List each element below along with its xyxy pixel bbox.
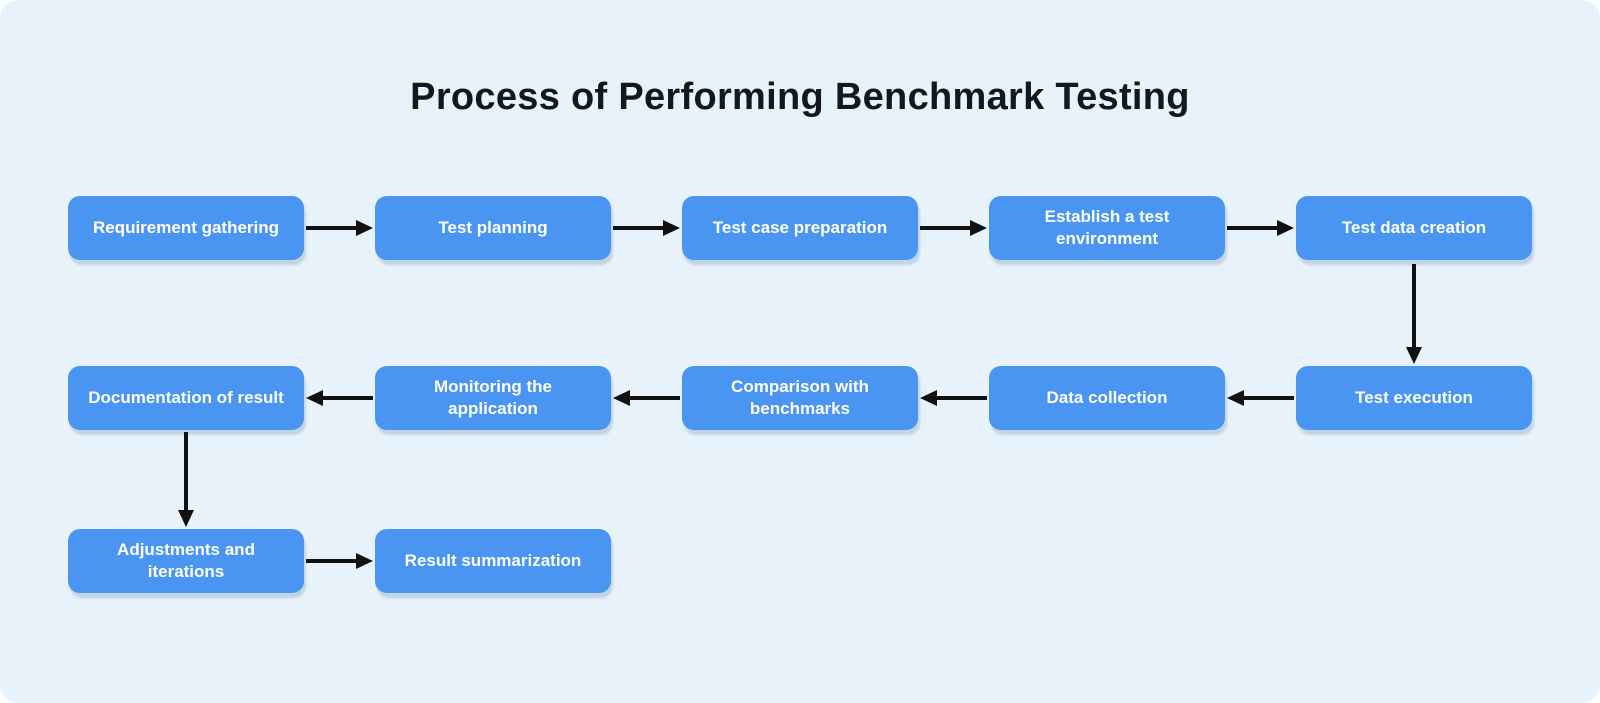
arrow-shaft xyxy=(306,559,358,563)
node-documentation-of-result: Documentation of result xyxy=(68,366,304,430)
arrow-case-preparation-to-environment-icon xyxy=(920,220,987,236)
arrow-monitoring-to-documentation-icon xyxy=(306,390,373,406)
arrow-shaft xyxy=(1227,226,1279,230)
node-test-data-creation: Test data creation xyxy=(1296,196,1532,260)
arrow-requirement-to-planning-icon xyxy=(306,220,373,236)
arrow-shaft xyxy=(628,396,680,400)
node-test-planning: Test planning xyxy=(375,196,611,260)
arrow-head xyxy=(306,390,323,406)
arrow-data-collection-to-comparison-icon xyxy=(920,390,987,406)
arrow-shaft xyxy=(613,226,665,230)
arrow-shaft xyxy=(935,396,987,400)
arrow-head xyxy=(1227,390,1244,406)
node-monitoring-application: Monitoring the application xyxy=(375,366,611,430)
arrow-shaft xyxy=(321,396,373,400)
arrow-head xyxy=(613,390,630,406)
arrow-shaft xyxy=(184,432,188,512)
arrow-head xyxy=(663,220,680,236)
node-adjustments-iterations: Adjustments and iterations xyxy=(68,529,304,593)
node-result-summarization: Result summarization xyxy=(375,529,611,593)
arrow-head xyxy=(1406,347,1422,364)
arrow-shaft xyxy=(1412,264,1416,349)
arrow-head xyxy=(178,510,194,527)
arrow-head xyxy=(356,220,373,236)
arrow-comparison-to-monitoring-icon xyxy=(613,390,680,406)
arrow-documentation-to-adjustments-icon xyxy=(178,432,194,527)
node-requirement-gathering: Requirement gathering xyxy=(68,196,304,260)
arrow-shaft xyxy=(920,226,972,230)
arrow-environment-to-data-creation-icon xyxy=(1227,220,1294,236)
arrow-shaft xyxy=(1242,396,1294,400)
arrow-execution-to-data-collection-icon xyxy=(1227,390,1294,406)
node-test-execution: Test execution xyxy=(1296,366,1532,430)
arrow-shaft xyxy=(306,226,358,230)
node-establish-test-environment: Establish a test environment xyxy=(989,196,1225,260)
node-data-collection: Data collection xyxy=(989,366,1225,430)
node-comparison-with-benchmarks: Comparison with benchmarks xyxy=(682,366,918,430)
arrow-data-creation-to-execution-icon xyxy=(1406,264,1422,364)
arrow-planning-to-case-preparation-icon xyxy=(613,220,680,236)
arrow-adjustments-to-summarization-icon xyxy=(306,553,373,569)
node-test-case-preparation: Test case preparation xyxy=(682,196,918,260)
arrow-head xyxy=(1277,220,1294,236)
arrow-head xyxy=(920,390,937,406)
arrow-head xyxy=(356,553,373,569)
arrow-head xyxy=(970,220,987,236)
diagram-title: Process of Performing Benchmark Testing xyxy=(410,76,1190,118)
